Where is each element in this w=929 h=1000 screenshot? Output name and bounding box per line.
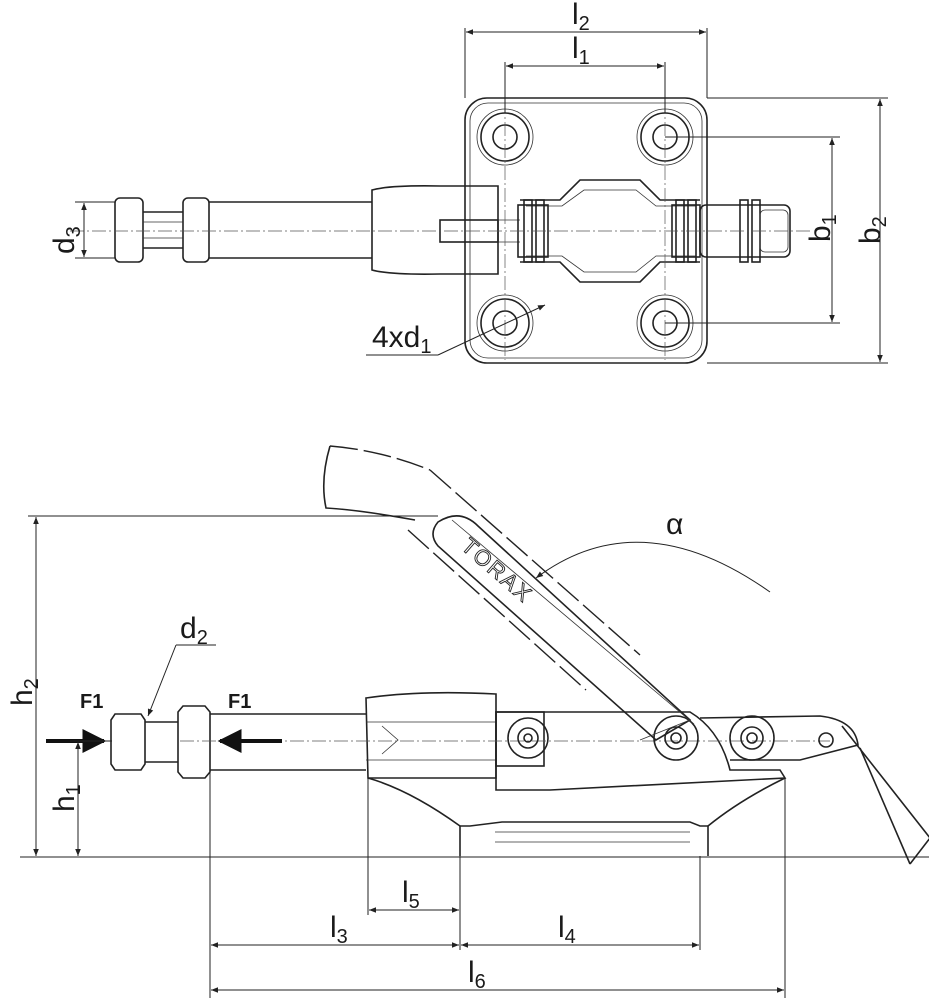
dim-l6: l6 — [211, 956, 784, 993]
dim-d3: d3 — [48, 201, 115, 259]
dim-b1: b1 — [665, 136, 841, 324]
label-h2: h2 — [6, 678, 43, 706]
label-b1: b1 — [804, 214, 841, 242]
label-l6: l6 — [468, 956, 486, 993]
plunger-top — [114, 185, 520, 275]
label-d1: 4xd1 — [372, 321, 432, 358]
dim-l4: l4 — [461, 911, 699, 948]
handle-open-ghost — [322, 445, 641, 691]
force-left: F1 — [80, 691, 103, 713]
dim-b2: b2 — [707, 97, 891, 364]
label-l4: l4 — [558, 911, 576, 948]
label-l3: l3 — [330, 911, 348, 948]
dim-l1: l1 — [504, 32, 666, 113]
force-right: F1 — [228, 691, 251, 713]
label-b2: b2 — [854, 216, 891, 244]
body-side — [365, 691, 787, 791]
label-l2: l2 — [572, 0, 590, 35]
dim-h1: h1 — [48, 740, 112, 856]
top-view: l2 l1 b1 b2 d3 — [48, 0, 891, 364]
label-l5: l5 — [402, 876, 420, 913]
base-side — [20, 777, 929, 858]
label-d2: d2 — [180, 612, 208, 649]
dim-d1: 4xd1 — [366, 304, 546, 358]
dim-h2: h2 — [6, 515, 438, 856]
plunger-side — [110, 705, 830, 779]
label-l1: l1 — [572, 32, 590, 69]
angle-alpha: α — [535, 508, 771, 593]
dim-d2: d2 — [147, 612, 216, 717]
label-d3: d3 — [48, 226, 85, 254]
label-h1: h1 — [48, 784, 85, 812]
forces: F1 F1 — [46, 691, 282, 753]
dim-l5: l5 — [369, 876, 459, 913]
dim-l3: l3 — [211, 911, 459, 948]
handle: TORAX — [432, 515, 695, 741]
side-view: TORAX α F1 F1 d2 — [6, 445, 929, 998]
base-plate — [464, 97, 708, 364]
dim-l2: l2 — [464, 0, 708, 98]
mounting-holes — [476, 108, 694, 352]
label-alpha: α — [666, 508, 683, 541]
